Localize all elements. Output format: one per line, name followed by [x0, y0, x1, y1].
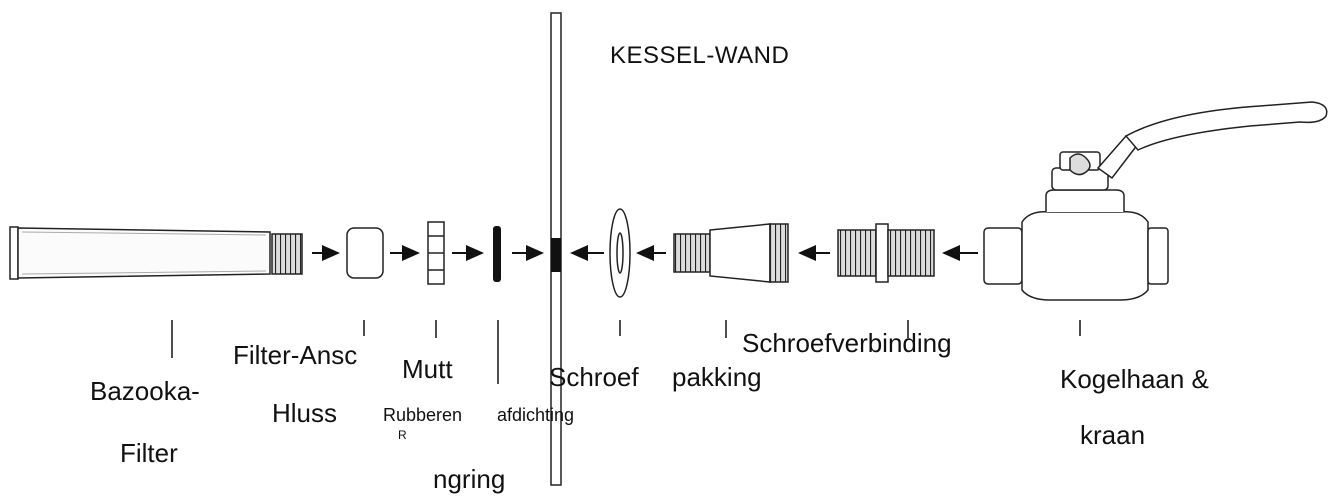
label-kogelhaan-line2: kraan [1080, 420, 1146, 450]
ball-valve-icon [983, 101, 1328, 301]
threaded-fitting-icon [673, 223, 789, 283]
boiler-wall-icon [550, 12, 562, 486]
label-pakking: pakking [672, 362, 762, 392]
filter-connector-icon [346, 227, 384, 279]
label-bazooka-filter-line1: Bazooka- [90, 376, 200, 406]
leader-lines [171, 320, 1081, 384]
label-mutt: Mutt [402, 354, 453, 384]
label-ngring: ngring [433, 464, 506, 494]
diagram-title: KESSEL-WAND [610, 42, 790, 69]
label-kogelhaan-line1: Kogelhaan & [1060, 364, 1209, 394]
label-afdichting: afdichting [497, 405, 575, 425]
label-rubberen-subscript: R [398, 428, 407, 442]
label-schroef: Schroef [549, 362, 639, 392]
label-schroefverbinding: Schroefverbinding [742, 328, 952, 358]
label-bazooka-filter-line2: Filter [120, 438, 178, 468]
threaded-nipple-icon [837, 223, 935, 283]
nut-icon [427, 221, 445, 285]
label-rubberen: Rubberen [383, 405, 463, 425]
rubber-ring-icon [493, 226, 501, 282]
label-filter-ansc-line2: Hluss [272, 398, 338, 428]
label-filter-ansc-line1: Filter-Ansc [233, 340, 358, 370]
gasket-icon [609, 208, 631, 298]
bazooka-filter-icon [9, 226, 303, 280]
